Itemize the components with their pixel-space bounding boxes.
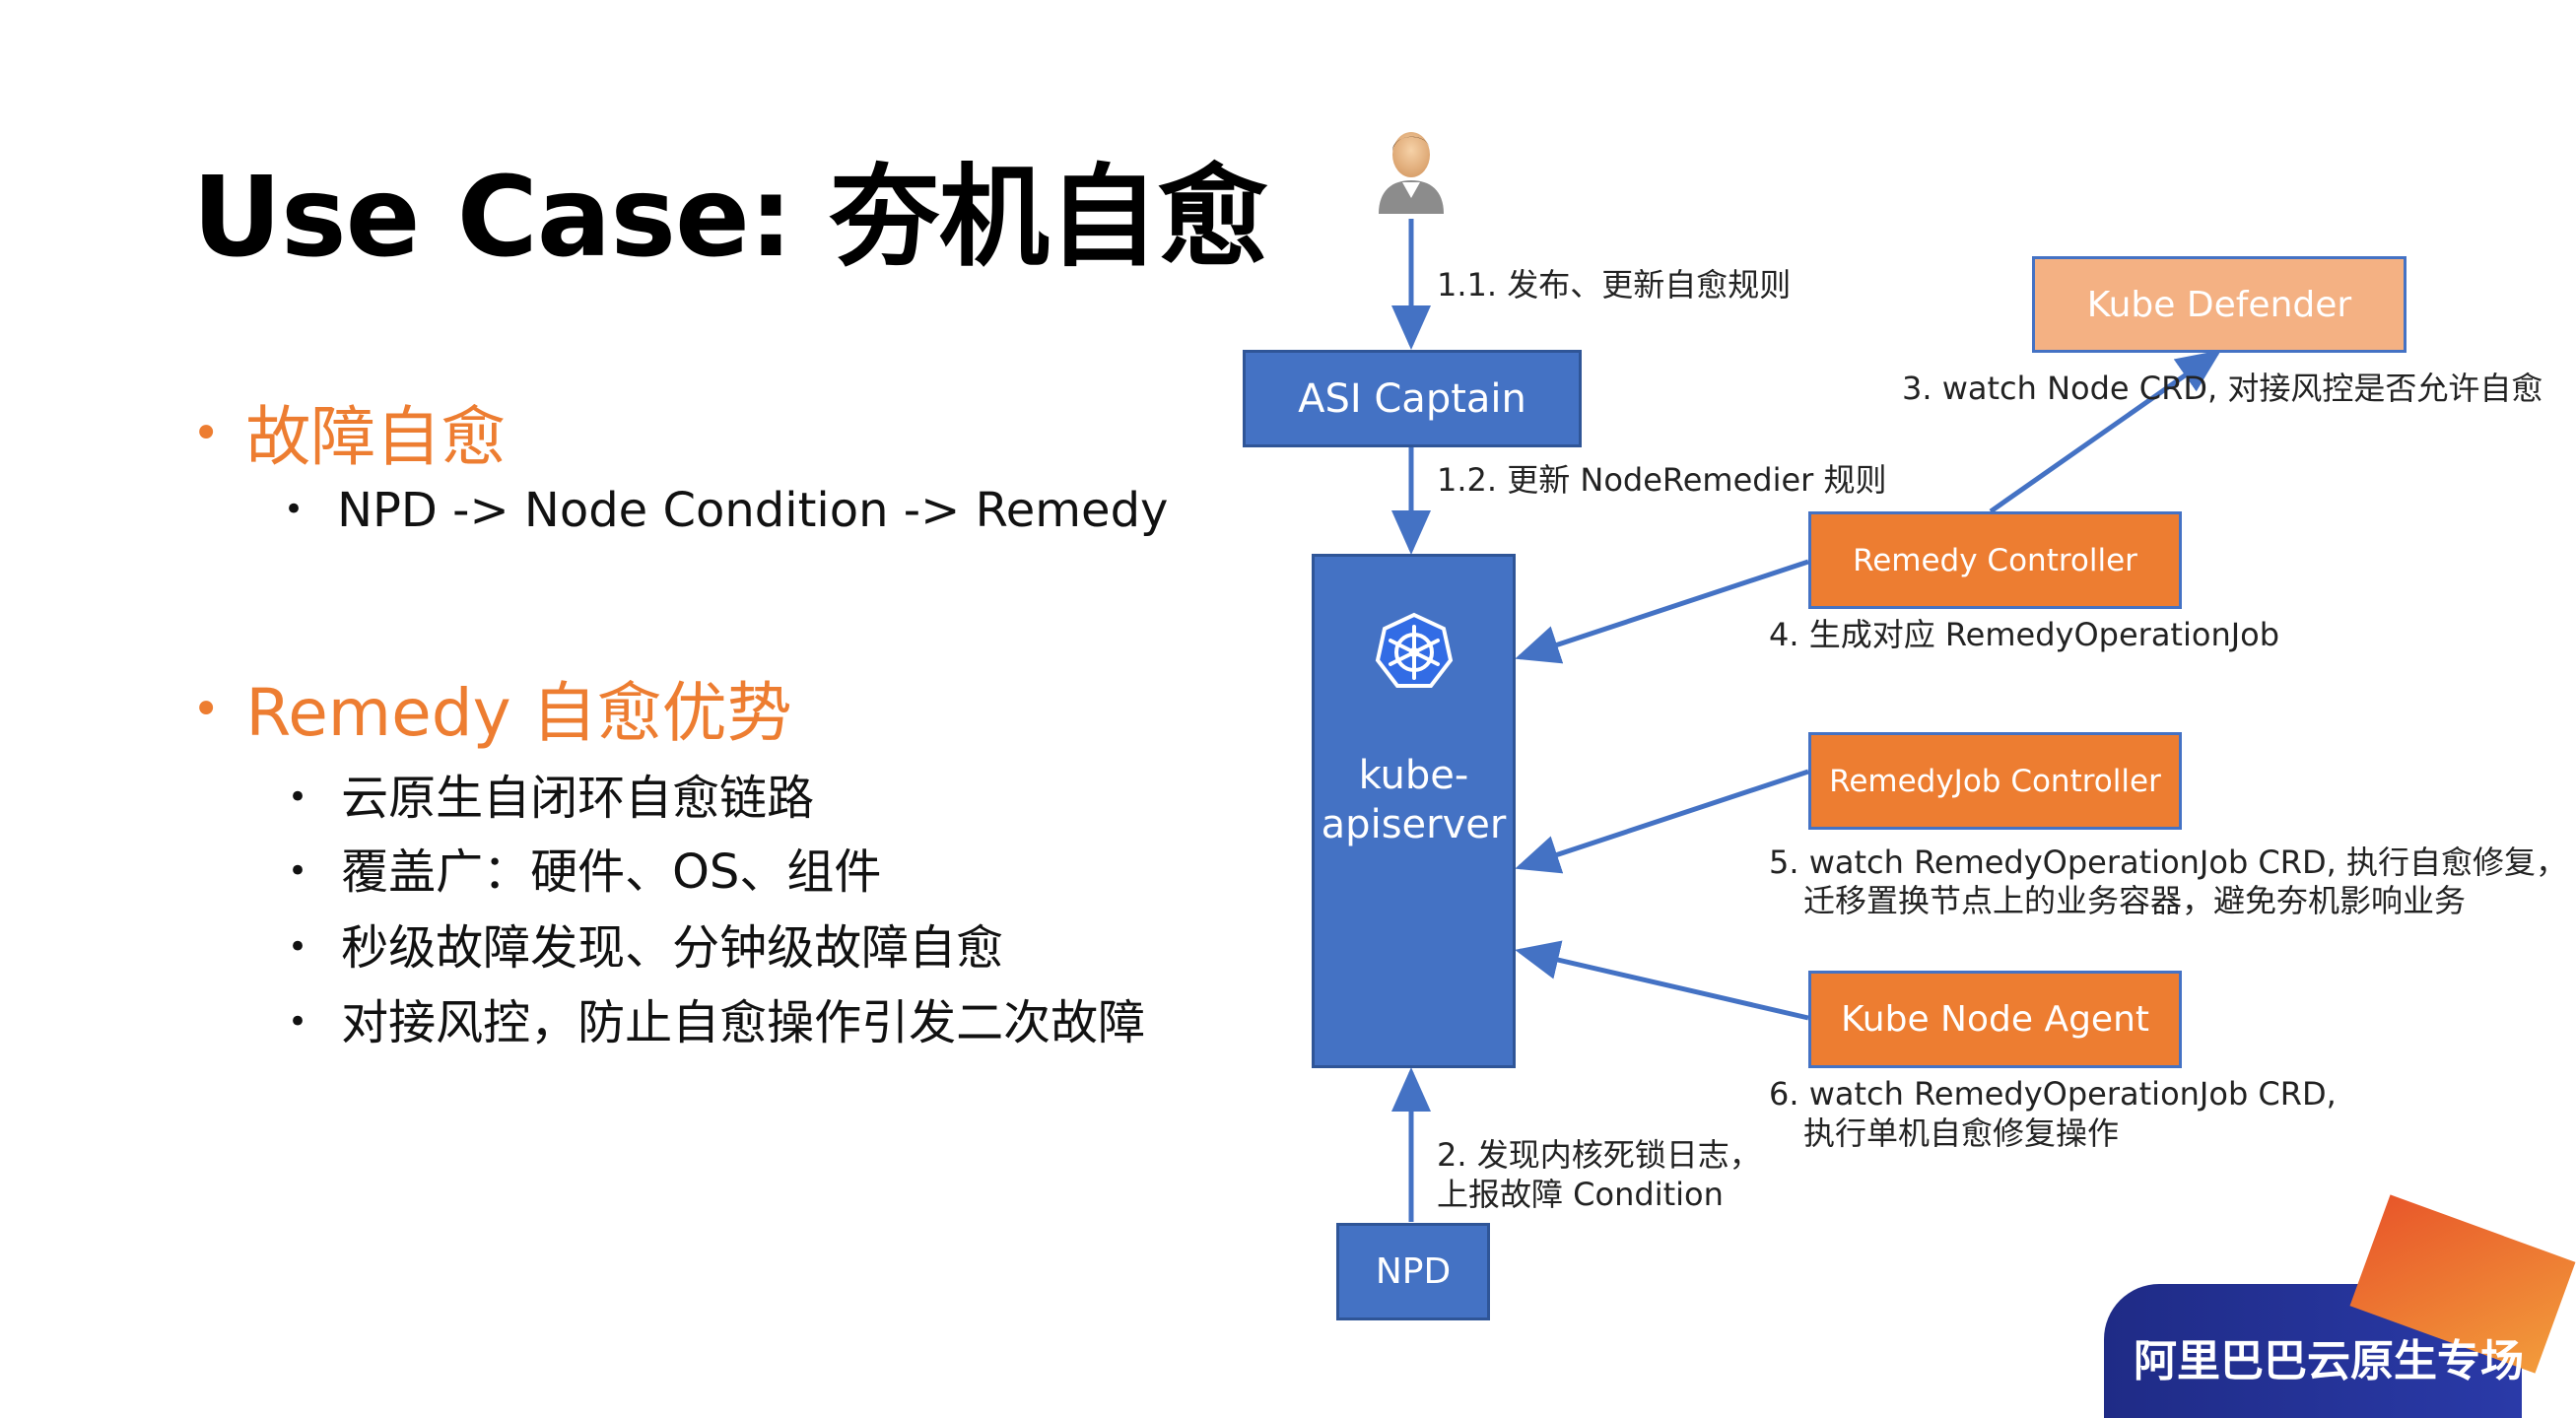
asi-captain-node: ASI Captain — [1243, 350, 1582, 447]
edge-3-label: 3. watch Node CRD, 对接风控是否允许自愈 — [1902, 370, 2543, 407]
kube-apiserver-label-line1: kube- — [1358, 753, 1469, 798]
bullet-dot: • — [192, 682, 221, 737]
kubernetes-helm-icon — [1375, 612, 1453, 688]
edge-5-label-line2: 迁移置换节点上的业务容器，避免夯机影响业务 — [1803, 882, 2467, 919]
bullet-item: • 覆盖广：硬件、OS、组件 — [288, 833, 881, 902]
edge-5-label-line1: 5. watch RemedyOperationJob CRD, 执行自愈修复， — [1769, 844, 2567, 881]
bullet-item-text: 覆盖广：硬件、OS、组件 — [341, 844, 882, 900]
brand-badge: 阿里巴巴云原生专场 — [2104, 1194, 2576, 1418]
bullet-dot: • — [288, 1002, 308, 1042]
edge-6-arrow — [1515, 940, 1809, 1021]
kube-defender-node: Kube Defender — [2032, 256, 2407, 353]
brand-text: 阿里巴巴云原生专场 — [2134, 1336, 2524, 1386]
edge-6-label-line1: 6. watch RemedyOperationJob CRD, — [1769, 1075, 2337, 1113]
edge-2-label-line1: 2. 发现内核死锁日志， — [1437, 1136, 1761, 1174]
edge-4-label: 4. 生成对应 RemedyOperationJob — [1769, 616, 2280, 653]
edge-4-arrow — [1515, 559, 1809, 664]
edge-6-label-line2: 执行单机自愈修复操作 — [1803, 1114, 2120, 1152]
kube-apiserver-node: kube- apiserver — [1312, 554, 1516, 1068]
kube-apiserver-label: kube- apiserver — [1322, 751, 1507, 849]
bullet-dot: • — [284, 490, 305, 529]
remedyjob-controller-node: RemedyJob Controller — [1808, 732, 2182, 830]
bullet-item: • 秒级故障发现、分钟级故障自愈 — [288, 909, 1003, 978]
bullet-dot: • — [288, 927, 308, 967]
edge-1-1-label: 1.1. 发布、更新自愈规则 — [1437, 266, 1792, 304]
kube-apiserver-label-line2: apiserver — [1321, 802, 1507, 847]
bullet-dot: • — [192, 406, 221, 461]
bullet-heading-fault-healing: • 故障自愈 — [192, 384, 506, 479]
edge-2-label-line2: 上报故障 Condition — [1437, 1176, 1724, 1213]
kube-node-agent-node: Kube Node Agent — [1808, 971, 2182, 1068]
slide-title: Use Case: 夯机自愈 — [192, 154, 1268, 282]
bullet-heading-remedy-advantages: • Remedy 自愈优势 — [192, 660, 792, 755]
diagram-arrows — [1391, 219, 2222, 1222]
bullet-item-text: 对接风控，防止自愈操作引发二次故障 — [341, 995, 1146, 1050]
bullet-item: • 对接风控，防止自愈操作引发二次故障 — [288, 983, 1145, 1052]
bullet-item-text: NPD -> Node Condition -> Remedy — [337, 483, 1169, 538]
bullet-dot: • — [288, 777, 308, 817]
bullet-dot: • — [288, 851, 308, 891]
npd-node: NPD — [1336, 1223, 1490, 1320]
user-icon — [1379, 132, 1444, 214]
bullet-item: • 云原生自闭环自愈链路 — [288, 759, 814, 828]
bullet-item-text: 云原生自闭环自愈链路 — [341, 771, 815, 826]
bullet-heading-text: 故障自愈 — [245, 399, 507, 475]
bullet-heading-text: Remedy 自愈优势 — [245, 675, 792, 751]
edge-1-2-label: 1.2. 更新 NodeRemedier 规则 — [1437, 461, 1887, 499]
edge-3-arrow — [1989, 350, 2222, 514]
bullet-item-text: 秒级故障发现、分钟级故障自愈 — [341, 920, 1004, 976]
edge-5-arrow — [1515, 769, 1809, 874]
remedy-controller-node: Remedy Controller — [1808, 511, 2182, 609]
bullet-item: • NPD -> Node Condition -> Remedy — [284, 483, 1168, 538]
